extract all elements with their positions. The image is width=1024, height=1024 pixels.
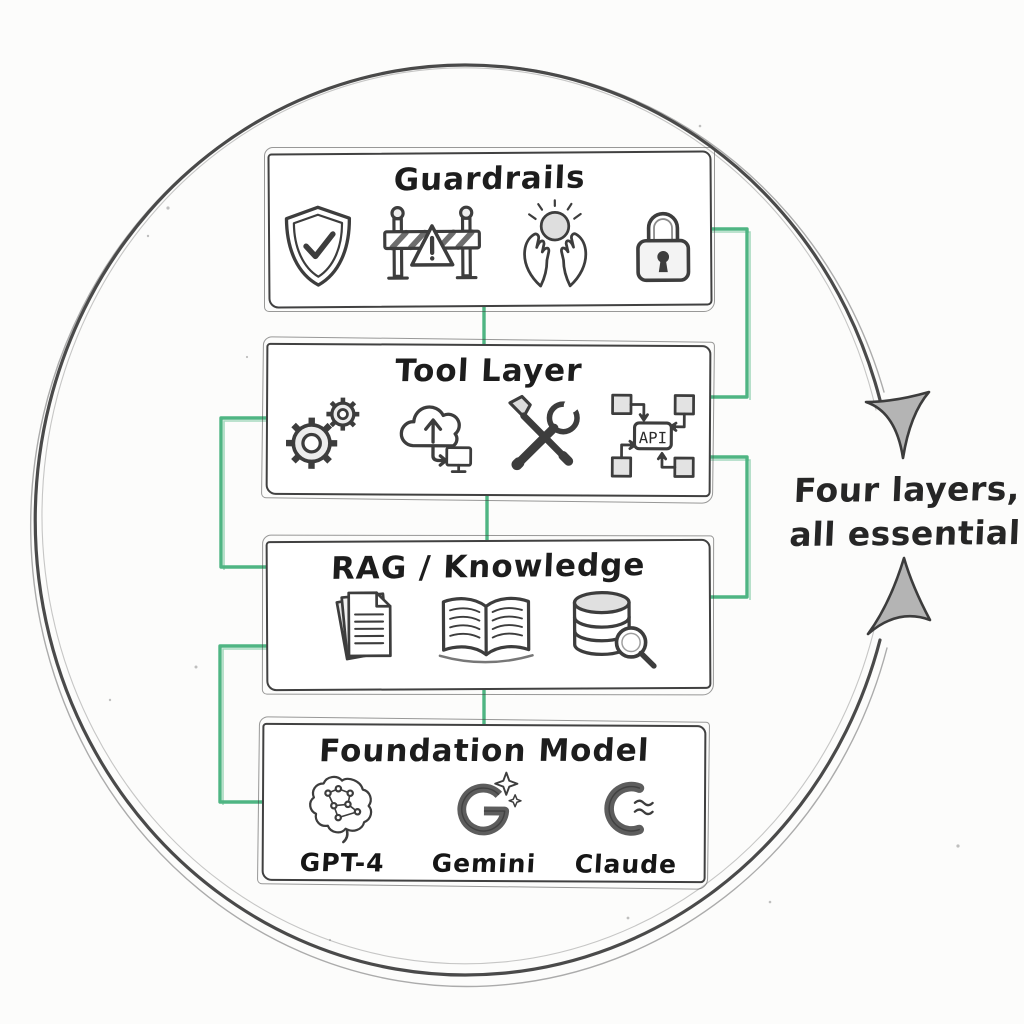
tool-layer-title: Tool Layer xyxy=(394,352,584,390)
database-search-icon xyxy=(572,590,657,669)
gemini-label: Gemini xyxy=(430,848,537,879)
api-label: API xyxy=(638,428,666,447)
foundation-model-title: Foundation Model xyxy=(318,732,651,770)
connector-tool-rag-right xyxy=(700,455,749,599)
claude-label: Claude xyxy=(573,849,678,880)
cycle-caption-line1: Four layers, xyxy=(793,469,1021,510)
model-claude: Claude xyxy=(558,771,695,879)
tools-icon xyxy=(507,389,589,471)
tool-layer-box: Tool Layer xyxy=(265,342,712,498)
api-nodes-icon: API xyxy=(610,393,695,478)
claude-c-icon xyxy=(604,781,654,836)
documents-icon xyxy=(334,591,392,661)
guardrails-title: Guardrails xyxy=(393,159,587,199)
barrier-warning-icon xyxy=(383,205,481,280)
cycle-caption: Four layers, all essential xyxy=(786,467,1024,556)
model-gemini: Gemini xyxy=(416,771,553,879)
guardrails-layer-box: Guardrails xyxy=(267,150,713,309)
open-book-icon xyxy=(438,596,534,664)
cloud-sync-icon xyxy=(399,405,472,474)
model-gpt4: GPT-4 xyxy=(274,770,411,878)
connector-guardrails-tool-right xyxy=(700,227,749,399)
gpt4-label: GPT-4 xyxy=(298,848,386,878)
gemini-sparkle-icon xyxy=(457,771,522,836)
rag-knowledge-layer-box: RAG / Knowledge xyxy=(265,538,712,692)
connector-tool-rag-left xyxy=(219,416,272,569)
foundation-model-layer-box: Foundation Model GPT-4 Gemini xyxy=(261,722,707,884)
arrowhead-down-icon xyxy=(864,390,931,460)
hands-care-icon xyxy=(523,199,588,288)
brain-network-icon xyxy=(309,775,373,844)
connector-rag-foundation-left xyxy=(218,644,272,804)
rag-knowledge-title: RAG / Knowledge xyxy=(330,547,647,587)
shield-check-icon xyxy=(284,205,352,287)
arrowhead-up-icon xyxy=(866,556,932,636)
paper-speckles xyxy=(108,124,960,942)
padlock-icon xyxy=(636,211,691,283)
cycle-caption-line2: all essential xyxy=(788,512,1022,554)
gears-icon xyxy=(285,397,359,469)
cycle-arc xyxy=(30,63,888,988)
